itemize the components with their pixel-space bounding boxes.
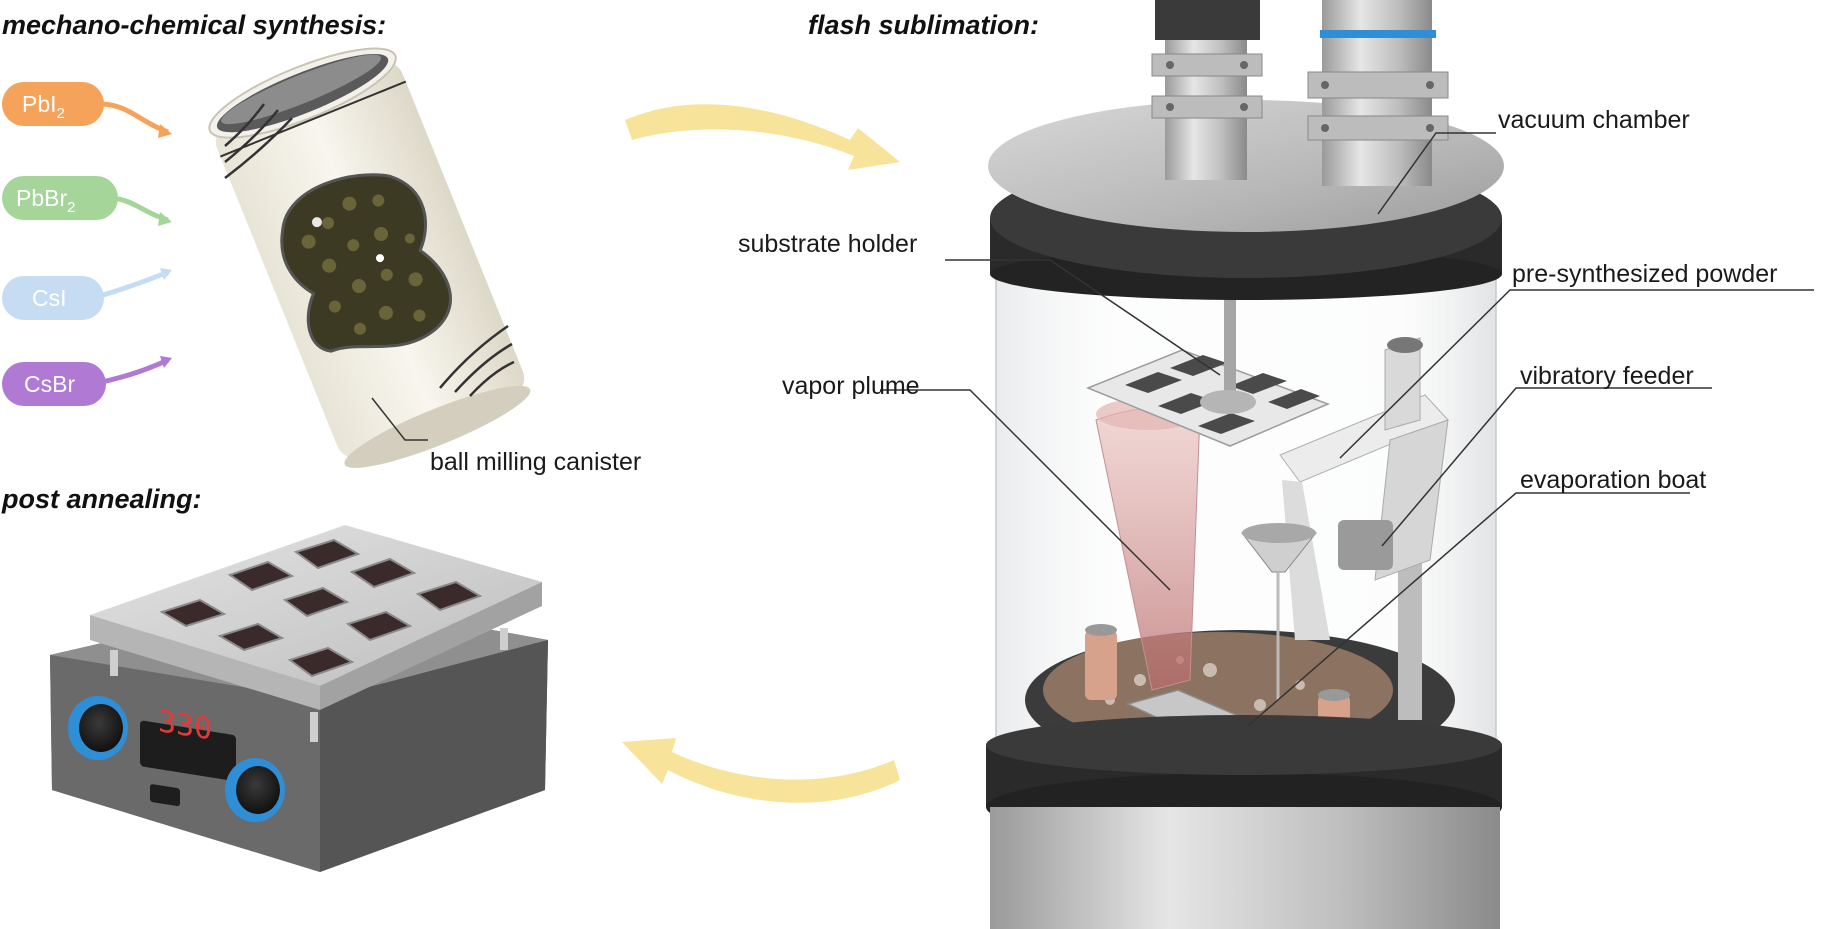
label-evaporation-boat: evaporation boat — [1520, 466, 1707, 494]
label-pre-synthesized-powder: pre-synthesized powder — [1512, 260, 1778, 288]
heading-mechano-chemical: mechano-chemical synthesis: — [2, 10, 387, 40]
hotplate-knob-right — [225, 758, 285, 822]
leader-lines — [880, 132, 1814, 727]
hot-plate: 330 — [50, 525, 548, 872]
svg-text:330: 330 — [158, 704, 212, 747]
canister-leader-line — [371, 397, 428, 441]
ball-milling-canister — [208, 47, 531, 468]
precursor-csi: CsI — [2, 268, 172, 320]
svg-text:PbBr2: PbBr2 — [16, 185, 75, 216]
label-vibratory-feeder: vibratory feeder — [1520, 362, 1694, 390]
arrow-to-annealing — [622, 738, 900, 803]
svg-text:CsBr: CsBr — [24, 371, 75, 397]
label-ball-milling-canister: ball milling canister — [430, 448, 642, 476]
label-vacuum-chamber: vacuum chamber — [1498, 106, 1690, 134]
svg-text:PbI2: PbI2 — [22, 91, 65, 122]
svg-text:CsI: CsI — [32, 285, 67, 311]
precursor-pbbr2: PbBr2 — [2, 176, 172, 226]
precursor-pbi2: PbI2 — [2, 82, 172, 138]
hotplate-display — [140, 720, 236, 781]
hotplate-knob-left — [68, 696, 128, 760]
precursor-csbr: CsBr — [2, 356, 172, 406]
heading-post-annealing: post annealing: — [2, 484, 202, 514]
arrow-to-sublimation — [625, 104, 900, 170]
label-vapor-plume: vapor plume — [782, 372, 920, 400]
vacuum-chamber — [986, 0, 1504, 929]
heading-flash-sublimation: flash sublimation: — [808, 10, 1040, 40]
label-substrate-holder: substrate holder — [738, 230, 918, 258]
